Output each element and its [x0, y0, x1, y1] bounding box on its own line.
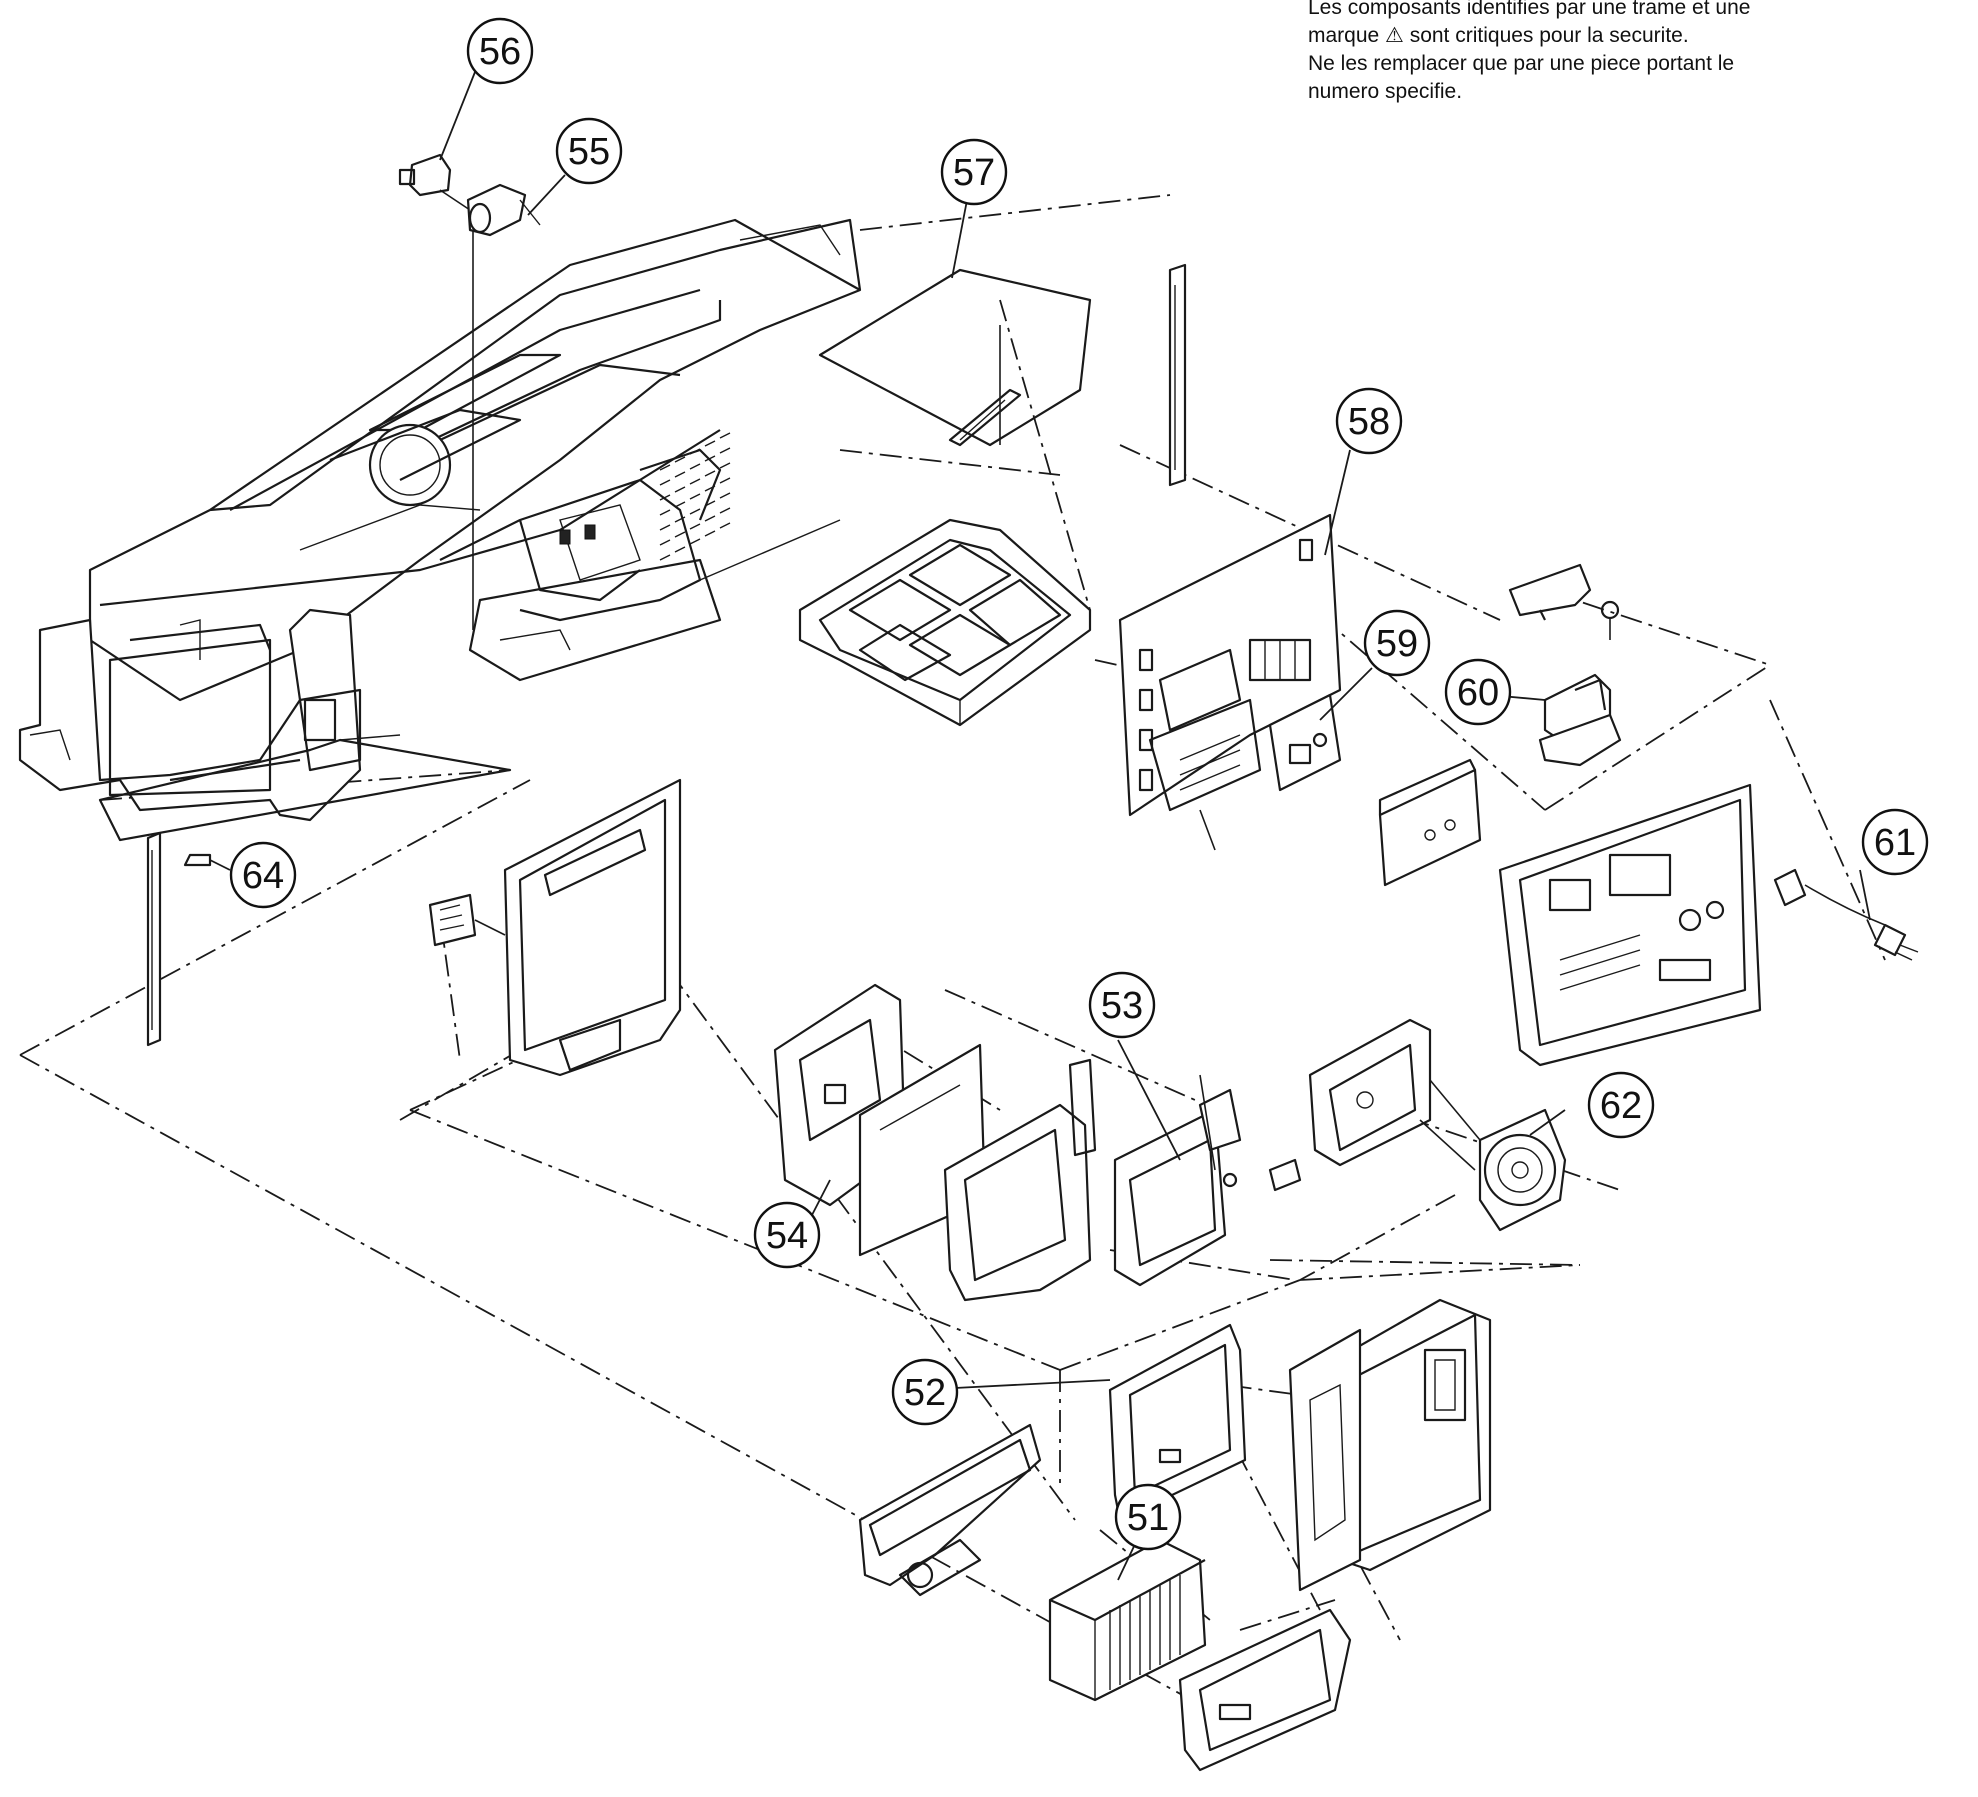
callout-label: 61: [1874, 822, 1916, 864]
safety-note-line: Ne les remplacer que par une piece porta…: [1308, 52, 1735, 75]
callout-label: 56: [479, 31, 521, 73]
fan-62: [1308, 1018, 1567, 1232]
frame-assembly: [798, 518, 1092, 727]
callout-label: 54: [766, 1215, 808, 1257]
callout-52: 52: [891, 1358, 959, 1426]
bracket-60: [1508, 563, 1622, 767]
callout-58: 58: [1335, 387, 1403, 455]
bottom-plate: [98, 734, 512, 842]
center-board-assembly: [439, 448, 722, 682]
callout-56: 56: [466, 17, 534, 85]
callout-label: 58: [1348, 401, 1390, 443]
callout-label: 64: [242, 855, 284, 897]
safety-note-line: marque ⚠ sont critiques pour la securite…: [1308, 24, 1689, 47]
callout-label: 55: [568, 131, 610, 173]
board-assembly-53: [943, 1058, 1302, 1302]
callout-51: 51: [1114, 1483, 1182, 1551]
upright-bracket: [146, 831, 212, 1047]
leader-lines: [209, 71, 1871, 1581]
power-cord-61: [1773, 868, 1919, 961]
bracket-55: [466, 183, 541, 237]
callout-64: 64: [229, 841, 297, 909]
callout-60: 60: [1444, 658, 1512, 726]
bottom-bracket: [858, 1423, 1042, 1597]
callout-62: 62: [1587, 1071, 1655, 1139]
callout-label: 59: [1376, 623, 1418, 665]
safety-note: Les composants identifies par une trame …: [1308, 0, 1948, 106]
callout-61: 61: [1861, 808, 1929, 876]
bottom-board: [1178, 1608, 1352, 1772]
board-52: [1108, 1323, 1247, 1522]
callout-57: 57: [940, 138, 1008, 206]
left-front-frame: [18, 608, 362, 822]
callout-label: 57: [953, 152, 995, 194]
jack-cover: [1378, 758, 1482, 887]
heatsink-51: [1048, 1538, 1207, 1702]
safety-note-line: numero specifie.: [1308, 80, 1463, 103]
left-board-bracket: [428, 778, 682, 1077]
callout-label: 62: [1600, 1085, 1642, 1127]
main-chassis: [88, 218, 862, 702]
callout-59: 59: [1363, 609, 1431, 677]
callout-label: 52: [904, 1372, 946, 1414]
bottom-right-chassis: [1288, 1298, 1492, 1592]
callout-55: 55: [555, 117, 623, 185]
main-board-58: [1118, 513, 1342, 851]
vent-grille: [659, 432, 841, 581]
safety-note-line: Les composants identifies par une trame …: [1308, 0, 1751, 19]
callout-54: 54: [753, 1201, 821, 1269]
switch-56: [398, 153, 474, 630]
callout-label: 60: [1457, 672, 1499, 714]
rear-panel: [1498, 783, 1762, 1067]
callout-53: 53: [1088, 971, 1156, 1039]
callout-label: 51: [1127, 1497, 1169, 1539]
cover-panel-57: [818, 263, 1187, 487]
callout-label: 53: [1101, 985, 1143, 1027]
